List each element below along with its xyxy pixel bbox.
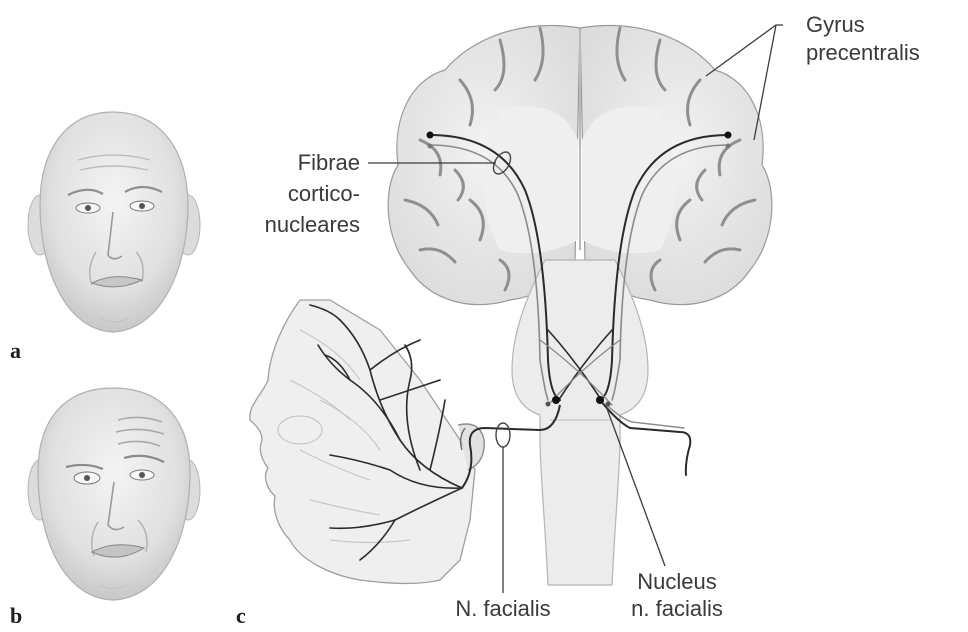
left-facial-nucleus: [552, 396, 560, 404]
right-facial-nucleus: [596, 396, 604, 404]
label-nucleus-line2: n. facialis: [612, 596, 742, 622]
face-b: [28, 388, 200, 600]
face-c-outline: [250, 300, 475, 583]
brainstem-outline: [512, 260, 648, 585]
label-fibrae-line1: Fibrae: [245, 150, 360, 176]
panel-letter-a: a: [10, 338, 21, 364]
label-gyrus-line2: precentralis: [806, 40, 920, 66]
face-a: [28, 112, 200, 332]
face-b-head: [38, 388, 190, 600]
label-n-facialis: N. facialis: [428, 596, 578, 622]
right-cortex-dot: [725, 132, 732, 139]
label-gyrus-line1: Gyrus: [806, 12, 865, 38]
label-fibrae-line2: cortico-: [245, 181, 360, 207]
label-fibrae-line3: nucleares: [245, 212, 360, 238]
brainstem: [512, 260, 648, 585]
n-facialis-marker: [496, 423, 510, 447]
face-a-head: [40, 112, 188, 332]
face-c-lateral: [250, 300, 560, 583]
label-nucleus-line1: Nucleus: [612, 569, 742, 595]
panel-letter-b: b: [10, 603, 22, 629]
left-cortex-dot: [427, 132, 434, 139]
panel-letter-c: c: [236, 603, 246, 629]
